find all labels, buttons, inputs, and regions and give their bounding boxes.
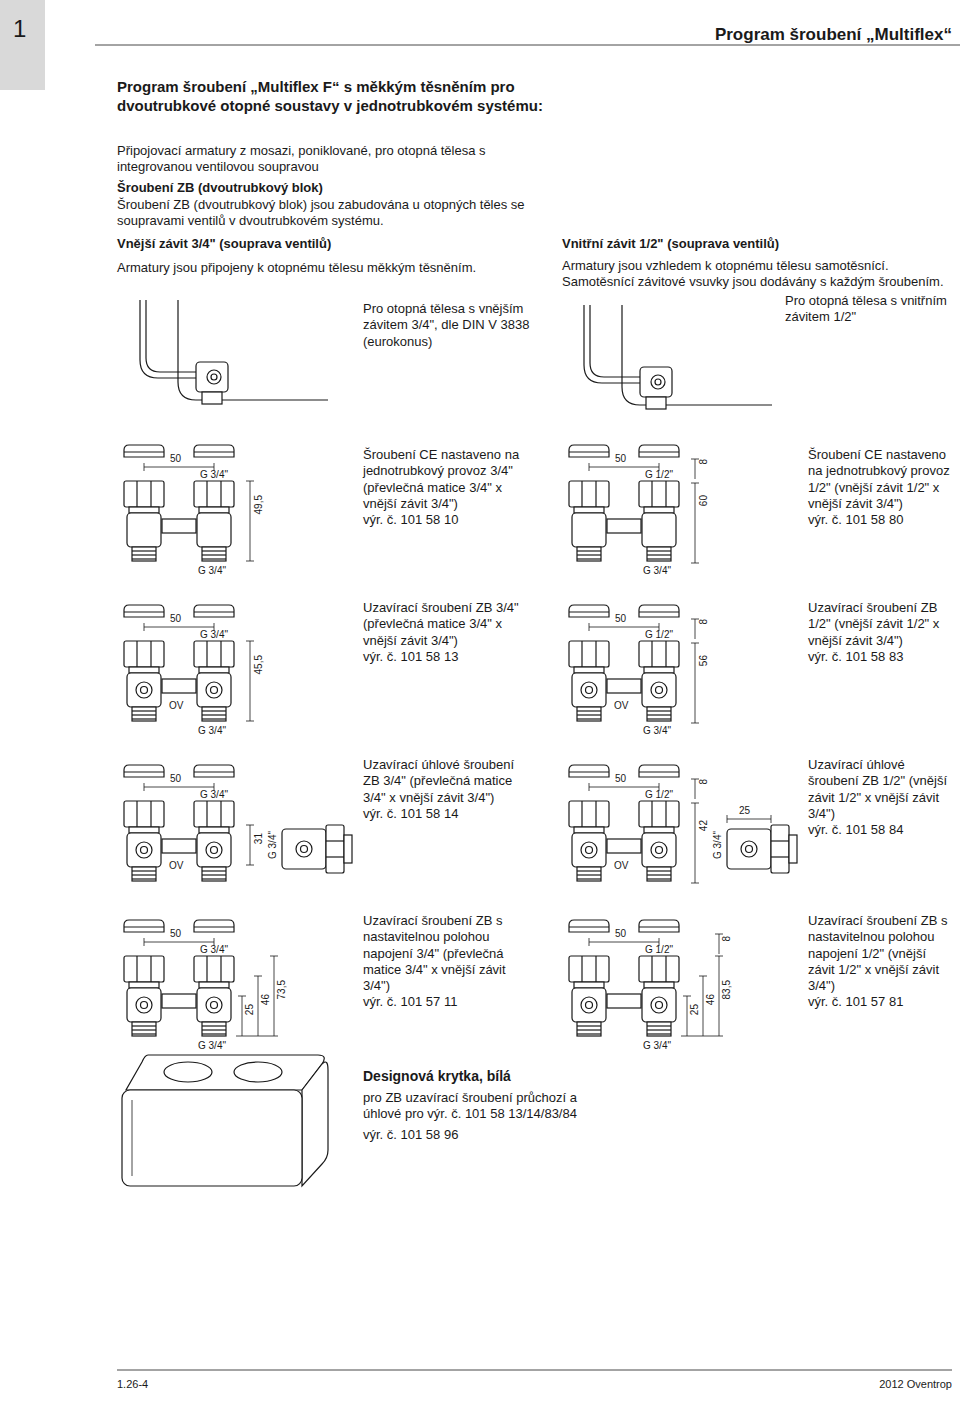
body-text: Pro otopná tělesa s vnitřním závitem 1/2… <box>785 293 955 326</box>
section-number: 1 <box>13 14 45 44</box>
dimension-label: 31 <box>254 833 264 844</box>
dimension-label: 50 <box>170 613 181 626</box>
dimension-label: 42 <box>699 820 709 831</box>
heading: Designová krytka, bílá <box>363 1068 511 1086</box>
dimension-label: 8 <box>722 936 732 942</box>
dimension-label: G 1/2" <box>645 629 673 642</box>
dimension-label: G 3/4" <box>198 565 226 578</box>
heading: Program šroubení „Multiflex F“ s měkkým … <box>117 78 562 116</box>
section-tab: 1 <box>0 0 45 90</box>
body-text: výr. č. 101 58 83 <box>808 649 956 665</box>
dimension-label: 50 <box>170 928 181 941</box>
body-text: výr. č. 101 58 13 <box>363 649 533 665</box>
dimension-label: 25 <box>245 1004 255 1015</box>
dimension-label: 83,5 <box>722 980 732 999</box>
heading: Vnitřní závit 1/2" (souprava ventilů) <box>562 236 957 252</box>
body-text: výr. č. 101 58 10 <box>363 512 533 528</box>
footer-rule <box>117 1370 952 1371</box>
heading: Šroubení ZB (dvoutrubkový blok) <box>117 180 557 196</box>
dimension-label: 8 <box>699 619 709 625</box>
dimension-label: 8 <box>699 779 709 785</box>
body-text: 1.26-4 <box>117 1378 148 1392</box>
dimension-label: G 3/4" <box>200 944 228 957</box>
body-text: Šroubení ZB (dvoutrubkový blok) jsou zab… <box>117 197 547 230</box>
dimension-label: OV <box>169 860 183 873</box>
dimension-label: OV <box>169 700 183 713</box>
body-text: Šroubení CE nastaveno na jednotrubkový p… <box>363 447 533 512</box>
body-text: Uzavírací šroubení ZB 3/4" (převlečná ma… <box>363 600 533 649</box>
dimension-label: OV <box>614 860 628 873</box>
dimension-label: 49,5 <box>254 495 264 514</box>
dimension-label: 56 <box>699 655 709 666</box>
body-text: Uzavírací šroubení ZB s nastavitelnou po… <box>808 913 956 994</box>
radiator-sketch <box>140 300 328 404</box>
page-title: Program šroubení „Multiflex“ <box>715 24 952 45</box>
dimension-label: 25 <box>739 805 750 818</box>
dimension-label: G 3/4" <box>200 789 228 802</box>
valve-drawing <box>124 765 352 881</box>
body-text: Připojovací armatury z mosazi, poniklova… <box>117 143 557 176</box>
body-text: Pro otopná tělesa s vnějším závitem 3/4"… <box>363 301 538 350</box>
dimension-label: G 3/4" <box>198 725 226 738</box>
dimension-label: 46 <box>261 994 271 1005</box>
body-text: výr. č. 101 58 96 <box>363 1127 578 1143</box>
dimension-label: 73,5 <box>277 980 287 999</box>
body-text: výr. č. 101 57 11 <box>363 994 533 1010</box>
body-text: pro ZB uzavírací šroubení průchozí a úhl… <box>363 1090 578 1123</box>
valve-drawing <box>124 445 254 561</box>
dimension-label: G 1/2" <box>645 789 673 802</box>
dimension-label: 45,5 <box>254 655 264 674</box>
dimension-label: OV <box>614 700 628 713</box>
body-text: výr. č. 101 58 84 <box>808 822 956 838</box>
header-rule <box>95 45 960 46</box>
dimension-label: 50 <box>170 773 181 786</box>
body-text: Uzavírací úhlové šroubení ZB 3/4" (převl… <box>363 757 533 806</box>
radiator-sketch <box>584 305 772 409</box>
dimension-label: G 3/4" <box>200 469 228 482</box>
body-text: Uzavírací úhlové šroubení ZB 1/2" (vnějš… <box>808 757 956 822</box>
body-text: výr. č. 101 58 14 <box>363 806 533 822</box>
dimension-label: G 3/4" <box>268 831 278 859</box>
dimension-label: 50 <box>615 453 626 466</box>
dimension-label: 60 <box>699 495 709 506</box>
dimension-label: G 3/4" <box>643 1040 671 1053</box>
valve-drawing <box>124 920 278 1036</box>
dimension-label: 50 <box>615 613 626 626</box>
valve-drawing <box>569 920 723 1036</box>
heading: Vnější závit 3/4" (souprava ventilů) <box>117 236 547 252</box>
dimension-label: G 1/2" <box>645 469 673 482</box>
body-text: Uzavírací šroubení ZB 1/2" (vnější závit… <box>808 600 956 649</box>
dimension-label: G 3/4" <box>643 565 671 578</box>
body-text: 2012 Oventrop <box>879 1378 952 1392</box>
dimension-label: G 3/4" <box>643 725 671 738</box>
dimension-label: 46 <box>706 994 716 1005</box>
design-cover-drawing <box>122 1055 328 1186</box>
valve-drawing <box>569 445 699 563</box>
valve-drawing <box>124 605 254 721</box>
body-text: Uzavírací šroubení ZB s nastavitelnou po… <box>363 913 533 994</box>
body-text: Armatury jsou připojeny k otopnému těles… <box>117 260 557 276</box>
dimension-label: 50 <box>615 773 626 786</box>
dimension-label: 8 <box>699 459 709 465</box>
body-text: Šroubení CE nastaveno na jednotrubkový p… <box>808 447 956 512</box>
dimension-label: G 3/4" <box>713 831 723 859</box>
dimension-label: G 1/2" <box>645 944 673 957</box>
body-text: výr. č. 101 57 81 <box>808 994 956 1010</box>
body-text: Armatury jsou vzhledem k otopnému tělesu… <box>562 258 954 291</box>
valve-drawing <box>569 765 797 883</box>
dimension-label: 25 <box>690 1004 700 1015</box>
dimension-label: 50 <box>615 928 626 941</box>
dimension-label: G 3/4" <box>198 1040 226 1053</box>
valve-drawing <box>569 605 699 723</box>
dimension-label: 50 <box>170 453 181 466</box>
body-text: výr. č. 101 58 80 <box>808 512 956 528</box>
dimension-label: G 3/4" <box>200 629 228 642</box>
